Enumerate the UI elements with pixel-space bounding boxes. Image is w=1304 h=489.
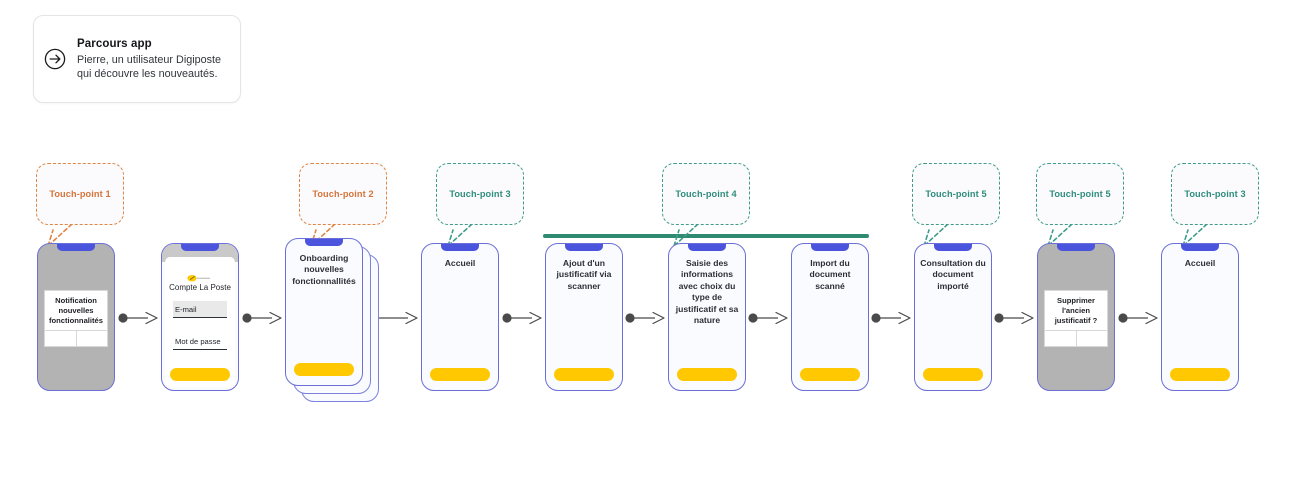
phone-notch [1057,244,1095,251]
phone-screen[interactable]: Saisie des informations avec choix du ty… [668,243,746,391]
phone-notch [57,244,95,251]
touchpoint-bubble[interactable]: Touch-point 3 [1171,163,1259,247]
phone-screen[interactable]: Ajout d'un justificatif via scanner [545,243,623,391]
phone-screen-title: Onboarding nouvelles fonctionnallités [292,253,356,286]
primary-cta-button[interactable] [1170,368,1230,381]
notification-dialog-card[interactable]: Notification nouvelles fonctionnalités [44,290,108,347]
primary-cta-button[interactable] [430,368,490,381]
touchpoint-bubble[interactable]: Touch-point 5 [912,163,1000,247]
phase-bar [543,234,869,238]
touchpoint-label: Touch-point 3 [449,189,511,199]
touchpoint-bubble[interactable]: Touch-point 1 [36,163,124,247]
touchpoint-label: Touch-point 1 [49,189,111,199]
phone-screen[interactable]: Consultation du document importé [914,243,992,391]
phone-screen-title: Import du document scanné [809,258,851,291]
legend-description: Pierre, un utilisateur Digiposte qui déc… [77,53,222,80]
phone-notch [688,244,726,251]
phone-screen[interactable]: Accueil [421,243,499,391]
field-label: E-mail [175,305,197,314]
flow-connector [242,311,283,325]
flow-connector [748,311,789,325]
phone-screen-title: Ajout d'un justificatif via scanner [556,258,612,291]
primary-cta-button[interactable] [170,368,230,381]
phone-notch [305,239,343,246]
dialog-action-left[interactable] [45,331,76,346]
notification-dialog-card[interactable]: Supprimer l'ancien justificatif ? [1044,290,1108,347]
flow-connector [1118,311,1159,325]
email-field[interactable]: E-mail [173,301,227,318]
phone-notch [1181,244,1219,251]
phone-notch [181,244,219,251]
touchpoint-label: Touch-point 5 [925,189,987,199]
phone-screen-stack[interactable]: Onboarding nouvelles fonctionnallités [285,238,381,404]
dialog-action-right[interactable] [1075,331,1108,346]
primary-cta-button[interactable] [800,368,860,381]
primary-cta-button[interactable] [294,363,354,376]
touchpoint-bubble[interactable]: Touch-point 4 [662,163,750,247]
dialog-message: Notification nouvelles fonctionnalités [48,296,103,325]
phone-notch [565,244,603,251]
legend-card: Parcours app Pierre, un utilisateur Digi… [33,15,241,103]
phone-screen-title: Accueil [444,258,476,268]
arrow-right-circle-icon [42,46,68,72]
touchpoint-label: Touch-point 5 [1049,189,1111,199]
dialog-action-right[interactable] [75,331,108,346]
flow-connector [994,311,1035,325]
touchpoint-bubble[interactable]: Touch-point 2 [299,163,387,247]
touchpoint-label: Touch-point 3 [1184,189,1246,199]
phone-screen-title: Accueil [1184,258,1216,268]
primary-cta-button[interactable] [554,368,614,381]
flow-connector [625,311,666,325]
touchpoint-label: Touch-point 2 [312,189,374,199]
primary-cta-button[interactable] [677,368,737,381]
phone-notch [441,244,479,251]
dialog-actions [45,330,107,346]
phone-screen[interactable]: Onboarding nouvelles fonctionnallités [285,238,363,386]
legend-title: Parcours app [77,37,152,50]
password-field[interactable]: Mot de passe [173,333,227,350]
phone-notch [934,244,972,251]
phone-screen-locked[interactable]: Supprimer l'ancien justificatif ? [1037,243,1115,391]
dialog-action-left[interactable] [1045,331,1076,346]
flow-connector [871,311,912,325]
touchpoint-label: Touch-point 4 [675,189,737,199]
phone-screen-title: Consultation du document importé [920,258,986,291]
primary-cta-button[interactable] [923,368,983,381]
la-poste-logo-icon [185,270,215,282]
phone-screen-locked[interactable]: Notification nouvelles fonctionnalités [37,243,115,391]
field-label: Mot de passe [175,337,221,346]
phone-screen-title: Saisie des informations avec choix du ty… [675,258,739,326]
flow-connector [502,311,543,325]
touchpoint-bubble[interactable]: Touch-point 5 [1036,163,1124,247]
phone-screen[interactable]: Accueil [1161,243,1239,391]
phone-screen[interactable]: Import du document scanné [791,243,869,391]
phone-notch [811,244,849,251]
dialog-message: Supprimer l'ancien justificatif ? [1054,296,1098,325]
dialog-actions [1045,330,1107,346]
flow-connector [118,311,159,325]
touchpoint-bubble[interactable]: Touch-point 3 [436,163,524,247]
login-brand-label: Compte La Poste [169,283,231,292]
